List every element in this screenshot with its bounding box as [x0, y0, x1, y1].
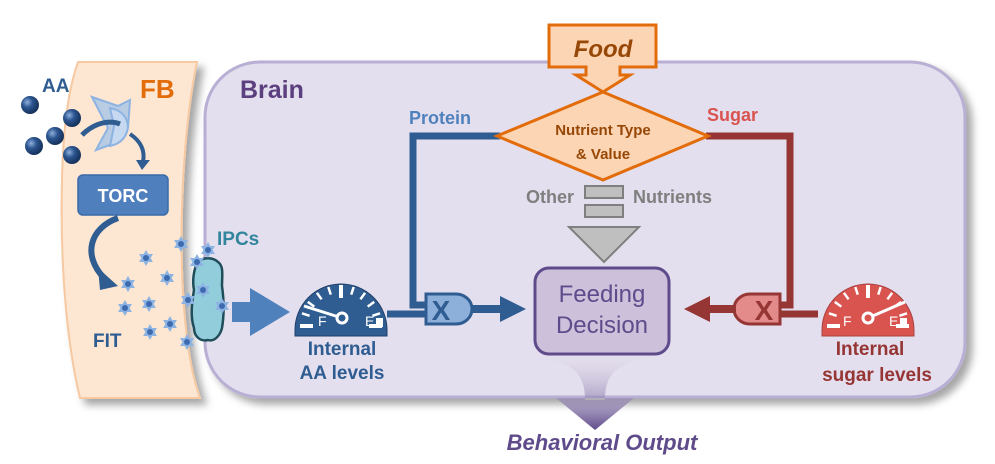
torc-label: TORC [98, 186, 149, 206]
sugar-to-decision-arrowhead [684, 296, 710, 322]
gauge-tick [886, 292, 894, 301]
other-label: Other [526, 187, 574, 207]
gauge-tick [842, 292, 850, 301]
brain-label: Brain [240, 76, 304, 104]
ipc-to-gauge-arrow [232, 288, 290, 336]
fuel-pump-icon [900, 318, 907, 327]
gauge-tick [877, 286, 882, 295]
gate-x-symbol: X [432, 295, 451, 326]
fit-molecule-icon [142, 296, 156, 312]
gauge-pivot [335, 311, 349, 325]
gauge-empty-label: E [365, 313, 374, 329]
fit-molecule-icon [181, 292, 195, 308]
fit-molecule-icon [196, 282, 210, 298]
nutrients-label: Nutrients [633, 187, 712, 207]
gauge-tick [372, 312, 381, 317]
nutrient-type-diamond [493, 90, 712, 182]
food-label: Food [574, 36, 634, 63]
gauge-tick [327, 286, 332, 295]
aa-levels-label-line2: AA levels [300, 363, 385, 384]
aa-level-gauge: F E [294, 283, 388, 337]
amino-acid-molecules [21, 96, 81, 164]
arrowhead-icon [136, 160, 150, 170]
fit-molecule-icon [190, 254, 204, 270]
nutrient-label-line2: & Value [576, 146, 630, 163]
other-nutrients-funnel [566, 226, 642, 264]
gauge-tick [315, 292, 323, 301]
torc-activation-arrow [128, 132, 146, 163]
protein-and-gate: X [424, 292, 474, 326]
gauge-needle [867, 300, 906, 320]
gauge-tick [834, 300, 843, 308]
gauge-tick [301, 312, 310, 317]
sugar-levels-label-line2: sugar levels [822, 365, 932, 386]
uptake-arrow [80, 119, 121, 137]
sugar-label: Sugar [707, 105, 758, 125]
fb-label: FB [140, 74, 175, 104]
fit-molecule-icon [118, 300, 132, 316]
gauge-pivot [861, 311, 875, 325]
nutrient-label-line1: Nutrient Type [555, 122, 651, 139]
protein-label: Protein [409, 108, 471, 128]
fit-molecule-icon [160, 270, 174, 286]
gauge-tick [350, 286, 355, 295]
aa-levels-label-line1: Internal [308, 339, 377, 360]
fit-molecule-icon [143, 324, 157, 340]
fit-molecule-icon [215, 298, 229, 314]
feeding-label-line1: Feeding [559, 281, 646, 308]
sugar-pathway-line [706, 132, 794, 309]
gauge-tick [899, 312, 908, 317]
fit-molecule-icon [163, 316, 177, 332]
gate-x-symbol: X [755, 295, 774, 326]
gauge-full-label: F [843, 313, 852, 329]
other-nutrient-block [584, 185, 624, 199]
fit-molecule-icon [201, 242, 215, 258]
gauge-needle [303, 304, 343, 320]
behavioral-output-arrow [525, 355, 665, 430]
sugar-and-gate: X [732, 292, 782, 326]
gauge-tick [854, 286, 859, 295]
fit-molecule-icon [121, 276, 135, 292]
gauge-tick [359, 292, 367, 301]
gauge-tick [828, 312, 837, 317]
behavioral-output-label: Behavioral Output [507, 430, 699, 455]
gauge-tick [307, 300, 316, 308]
gauge-full-label: F [318, 313, 327, 329]
fit-molecule-icon [180, 334, 194, 350]
arrowhead-icon [98, 268, 118, 290]
other-nutrient-block [584, 204, 624, 218]
gauge-empty-label: E [889, 313, 898, 329]
sugar-levels-label-line1: Internal [836, 339, 905, 360]
torc-box [77, 174, 169, 216]
fit-molecule-icon [174, 236, 188, 252]
fat-body-region [60, 61, 202, 399]
aa-label: AA [42, 76, 70, 97]
feeding-label-line2: Decision [556, 312, 648, 339]
protein-to-decision-arrowhead [500, 296, 526, 322]
fit-molecule-icon [139, 250, 153, 266]
feeding-decision-box [533, 266, 671, 356]
ipcs-label: IPCs [217, 229, 259, 250]
food-box [547, 23, 658, 94]
fuel-pump-icon [376, 318, 383, 327]
fit-label: FIT [93, 331, 122, 352]
ipc-cells [190, 257, 225, 342]
protein-pathway-line [409, 132, 500, 309]
sugar-level-gauge: F E [821, 283, 915, 337]
gauge-tick [366, 300, 375, 308]
